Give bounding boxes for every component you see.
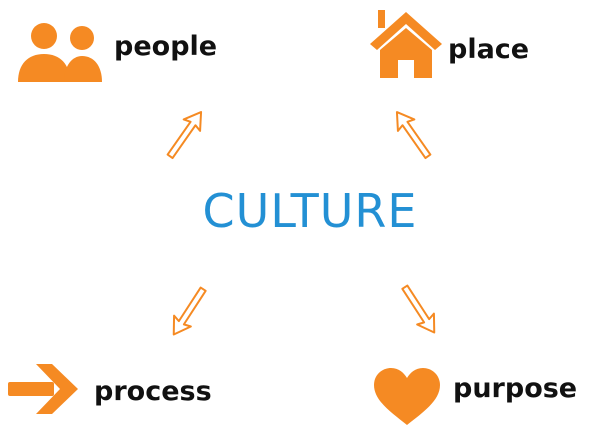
arrow-right-icon [8, 364, 78, 414]
arrow-to-purpose [401, 284, 436, 334]
arrow-to-people [166, 111, 203, 160]
culture-title: CULTURE [202, 184, 418, 238]
purpose-label: purpose [453, 373, 578, 404]
arrow-to-place [395, 111, 432, 160]
heart-icon [374, 368, 440, 425]
place-label: place [448, 34, 530, 65]
people-label: people [114, 31, 218, 62]
process-label: process [94, 376, 212, 407]
arrow-to-process [172, 286, 207, 336]
house-icon [370, 10, 442, 78]
people-icon [18, 23, 102, 82]
